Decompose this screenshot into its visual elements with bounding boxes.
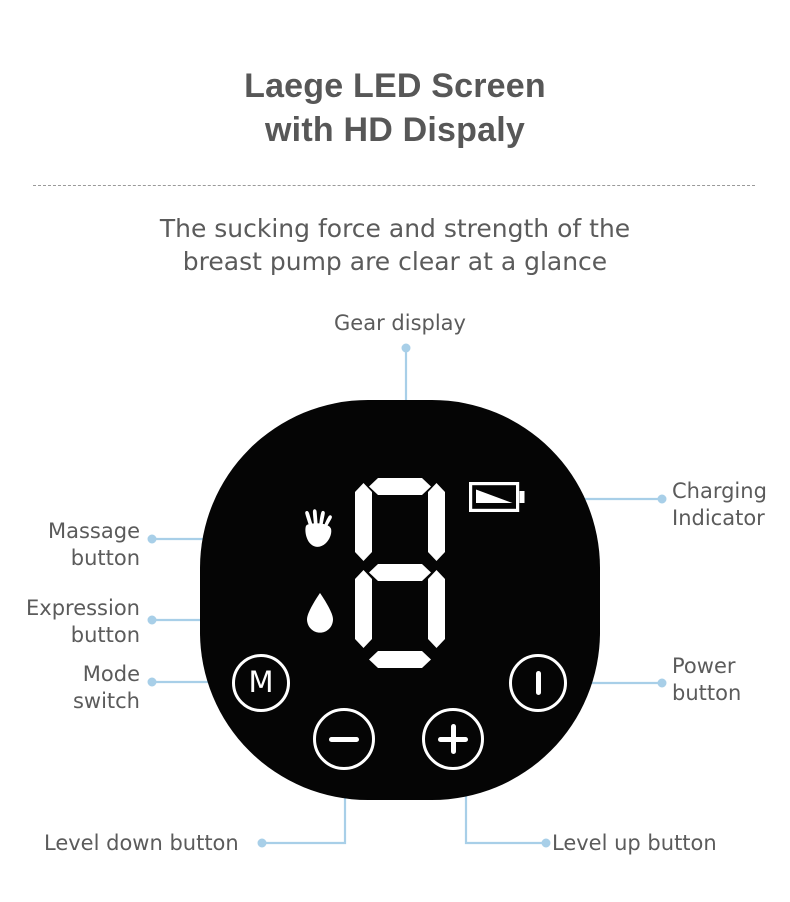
leader-level-down	[262, 790, 347, 845]
device-control-panel: M	[200, 400, 600, 800]
subtitle-block: The sucking force and strength of the br…	[0, 212, 790, 278]
page-title-line-2: with HD Dispaly	[265, 111, 525, 149]
mode-switch-glyph: M	[248, 664, 274, 699]
callout-power-button: Power button	[672, 654, 742, 705]
minus-icon	[329, 736, 359, 742]
leader-dot-charging	[657, 494, 667, 504]
leader-dot-gear	[401, 343, 411, 353]
droplet-icon	[307, 593, 333, 633]
callout-gear-display: Gear display	[334, 311, 466, 335]
dashed-divider	[33, 185, 755, 186]
power-button[interactable]	[509, 654, 567, 712]
callout-expression-button: Expression button	[26, 596, 140, 647]
segment-f	[355, 483, 372, 561]
leader-dot-expression	[147, 615, 157, 625]
segment-e	[355, 570, 372, 648]
callout-massage-button: Massage button	[48, 519, 140, 570]
segment-c	[428, 570, 445, 648]
level-down-button[interactable]	[313, 708, 375, 770]
segment-a	[369, 478, 431, 495]
gear-display-digit	[355, 478, 445, 668]
leader-dot-mode	[147, 677, 157, 687]
battery-icon	[469, 482, 525, 512]
segment-d	[369, 651, 431, 668]
header-block: Laege LED Screen with HD Dispaly	[0, 64, 790, 152]
power-icon	[535, 671, 541, 695]
page-title-line-1: Laege LED Screen	[244, 67, 546, 105]
level-up-button[interactable]	[422, 708, 484, 770]
subtitle-line-2: breast pump are clear at a glance	[182, 247, 608, 276]
callout-level-up-button: Level up button	[552, 831, 717, 855]
hand-icon	[305, 509, 332, 547]
plus-icon-vertical	[450, 724, 456, 754]
subtitle-line-1: The sucking force and strength of the	[159, 214, 631, 243]
segment-b	[428, 483, 445, 561]
callout-mode-switch: Mode switch	[72, 662, 140, 713]
leader-dot-massage	[147, 534, 157, 544]
leader-level-up	[464, 790, 546, 845]
callout-charging-indicator: Charging Indicator	[672, 479, 767, 530]
mode-switch-button[interactable]: M	[232, 654, 290, 712]
callout-level-down-button: Level down button	[44, 831, 239, 855]
segment-g	[369, 564, 431, 581]
leader-dot-level-up	[541, 838, 551, 848]
leader-dot-power	[657, 678, 667, 688]
